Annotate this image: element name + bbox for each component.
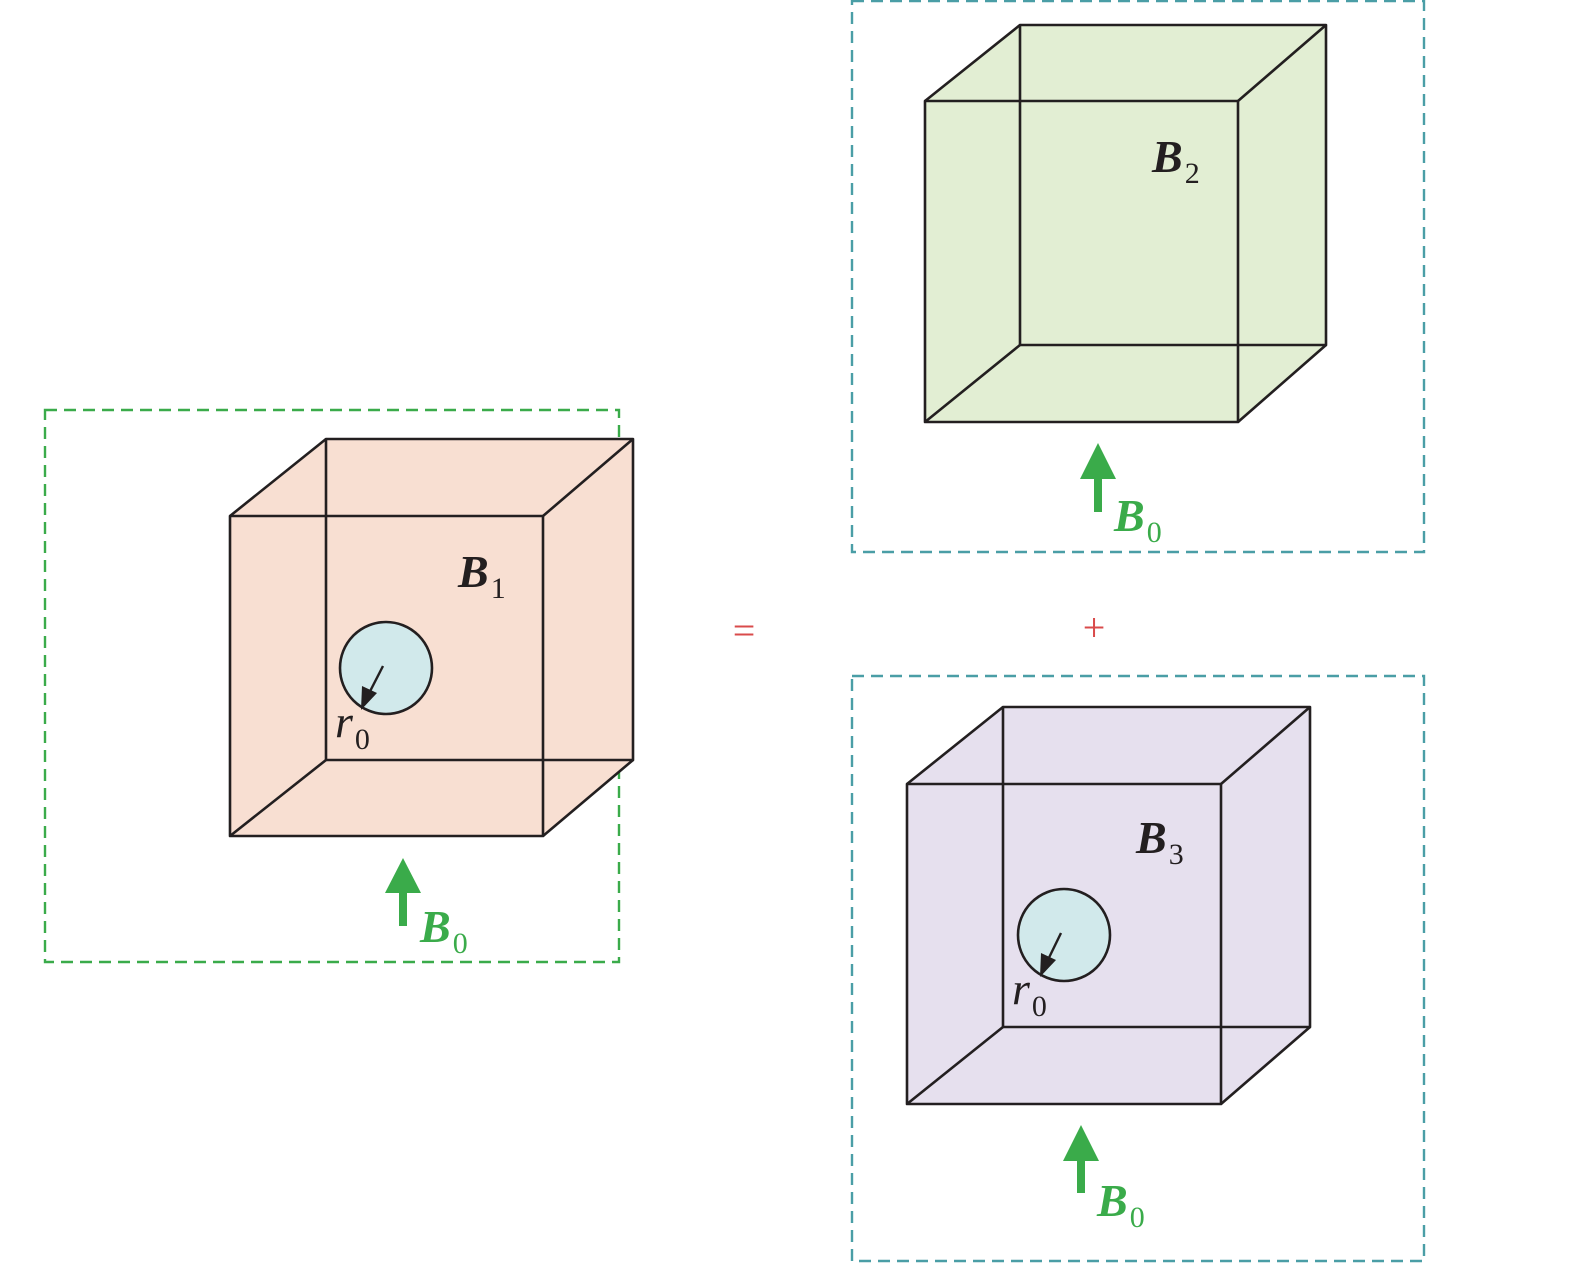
cube-b1-field-label: B0 <box>419 901 468 960</box>
cube-b1-group: r0 B1 B0 <box>43 408 635 964</box>
cube-b1-frame <box>43 408 621 964</box>
cube-b3-back-face <box>1001 705 1312 1029</box>
cube-b3-field-label: B0 <box>1096 1175 1145 1234</box>
cube-b1-radius-label: r0 <box>335 696 370 756</box>
cube-b1-back-face <box>324 437 635 762</box>
cube-b3-front-face <box>905 782 1223 1106</box>
cube-b2-front-face <box>923 99 1240 424</box>
cube-b1-front-face <box>228 514 545 838</box>
cube-b1-label: B1 <box>457 546 506 605</box>
cube-b2-group: B2 B0 <box>850 0 1426 554</box>
cube-b2-field-label: B0 <box>1113 490 1162 549</box>
cube-b2-body <box>925 25 1326 422</box>
cube-b2-back-face <box>1018 23 1328 347</box>
cube-b3-group: r0 B3 B0 <box>850 674 1426 1263</box>
cube-b3-radius-label: r0 <box>1012 963 1047 1023</box>
plus-sign: + <box>1083 605 1106 650</box>
cube-b3-label: B3 <box>1135 812 1184 871</box>
cube-b2-label: B2 <box>1151 131 1200 190</box>
cube-b3-body <box>907 707 1310 1104</box>
cube-b3-spherical-hole <box>1016 887 1112 983</box>
cube-b1-body <box>230 439 633 836</box>
cube-b2-frame <box>850 0 1426 554</box>
equals-sign: = <box>733 608 756 653</box>
cube-b3-frame <box>850 674 1426 1263</box>
cube-b1-spherical-hole <box>338 620 434 716</box>
